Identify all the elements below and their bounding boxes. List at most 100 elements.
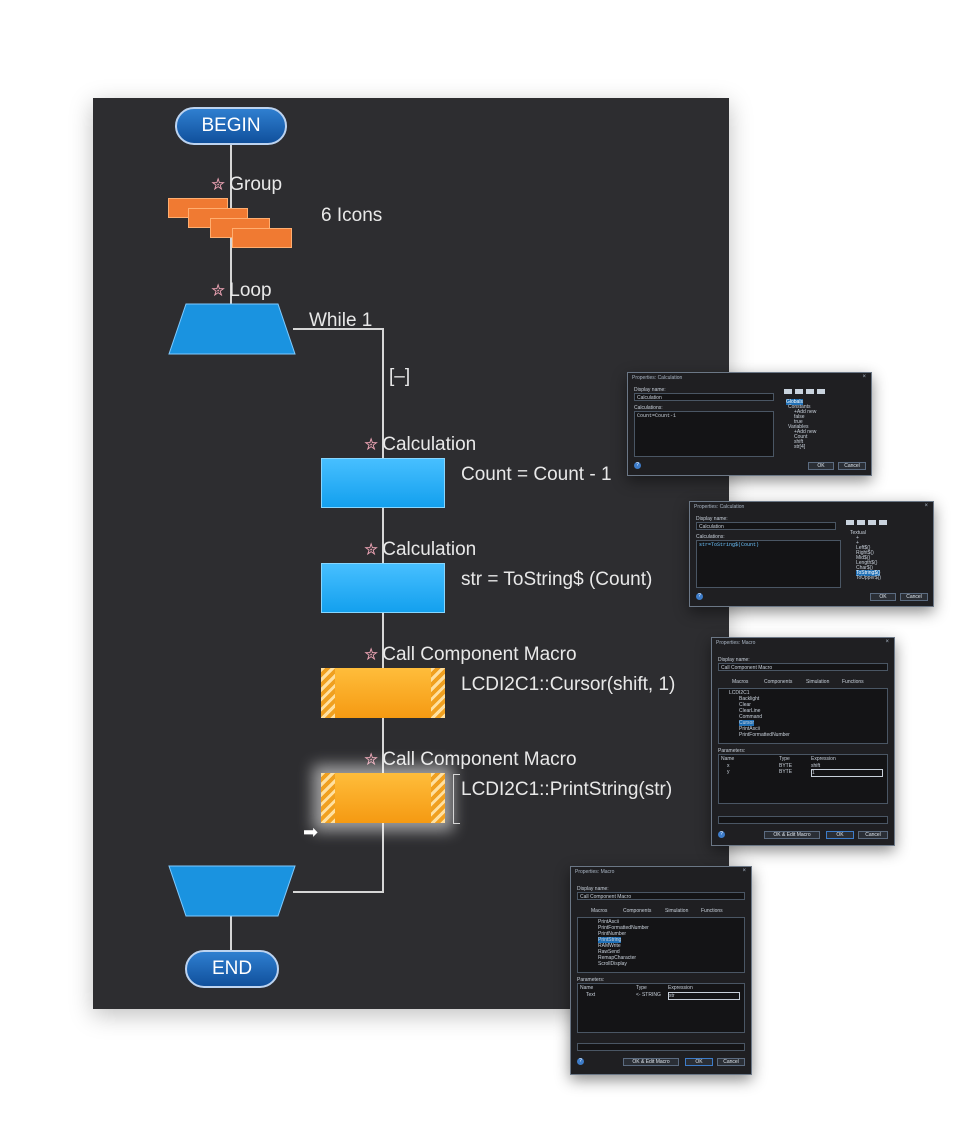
macro-item[interactable]: ScrollDisplay <box>598 961 627 967</box>
calculation-dialog-2[interactable]: Properties: Calculation × Display name: … <box>689 501 934 607</box>
parameters-table[interactable]: Name Type Expression x BYTE shift y BYTE… <box>718 754 888 804</box>
toolbar-icon[interactable] <box>795 389 803 394</box>
tab-simulation[interactable]: Simulation <box>806 679 830 685</box>
tree-item[interactable]: Textual <box>850 530 866 536</box>
tree-item[interactable]: str[4] <box>794 444 806 450</box>
toolbar-icon[interactable] <box>868 520 876 525</box>
help-icon[interactable]: ? <box>696 593 703 600</box>
tree-item[interactable]: Variables <box>788 424 809 430</box>
tree-root[interactable]: LCDI2C1 <box>729 690 750 696</box>
tree-item[interactable]: +Add new <box>794 409 817 415</box>
end-terminal[interactable]: END <box>185 950 279 988</box>
calculation-editor[interactable]: str=ToString$(Count) <box>696 540 841 588</box>
tree-item[interactable]: + <box>856 540 859 546</box>
macro-item[interactable]: Command <box>739 714 763 720</box>
close-icon[interactable]: × <box>924 503 928 509</box>
macro-item[interactable]: Backlight <box>739 696 760 702</box>
close-icon[interactable]: × <box>862 374 866 380</box>
display-name-field[interactable]: Call Component Macro <box>577 892 745 900</box>
tree-item[interactable]: ToString$() <box>856 570 881 576</box>
display-name-field[interactable]: Call Component Macro <box>718 663 888 671</box>
tree-item[interactable]: Right$() <box>856 550 874 556</box>
tree-item[interactable]: Constants <box>788 404 811 410</box>
tab-functions[interactable]: Functions <box>701 908 723 914</box>
begin-terminal[interactable]: BEGIN <box>175 107 287 145</box>
flowchart-canvas[interactable]: BEGIN ✮Group 6 Icons ✮Loop While 1 [–] ✮… <box>93 98 729 1009</box>
tree-item[interactable]: +Add new <box>794 429 817 435</box>
tab-components[interactable]: Components <box>764 679 793 685</box>
toolbar-icon[interactable] <box>857 520 865 525</box>
ok-button[interactable]: OK <box>826 831 854 839</box>
param-expression[interactable]: shift <box>811 763 821 769</box>
tree-item[interactable]: Globals <box>786 399 803 405</box>
tree-item[interactable]: Length$() <box>856 560 878 566</box>
component-macro-block-2[interactable] <box>321 773 445 823</box>
macro-list[interactable]: LCDI2C1 Backlight Clear ClearLine Comman… <box>718 688 888 744</box>
cancel-button[interactable]: Cancel <box>717 1058 745 1066</box>
macro-list[interactable]: PrintAscii PrintFormattedNumber PrintNum… <box>577 917 745 973</box>
macro-item[interactable]: ClearLine <box>739 708 761 714</box>
loop-start-shape[interactable] <box>168 303 296 355</box>
cancel-button[interactable]: Cancel <box>838 462 866 470</box>
tree-item[interactable]: Count <box>794 434 808 440</box>
tab-functions[interactable]: Functions <box>842 679 864 685</box>
tree-item[interactable]: false <box>794 414 805 420</box>
tree-item[interactable]: Char$() <box>856 565 873 571</box>
cancel-button[interactable]: Cancel <box>900 593 928 601</box>
display-name-field[interactable]: Calculation <box>634 393 774 401</box>
macro-item-selected[interactable]: Cursor <box>739 720 755 726</box>
macro-dialog-2[interactable]: Properties: Macro × Display name: Call C… <box>570 866 752 1075</box>
parameters-table[interactable]: Name Type Expression Text <- STRING str <box>577 983 745 1033</box>
tab-simulation[interactable]: Simulation <box>665 908 689 914</box>
macro-item[interactable]: RAMWrite <box>598 943 621 949</box>
toolbar-icon[interactable] <box>806 389 814 394</box>
tab-components[interactable]: Components <box>623 908 652 914</box>
ok-button[interactable]: OK <box>808 462 834 470</box>
loop-end-shape[interactable] <box>168 865 296 917</box>
tree-item[interactable]: true <box>794 419 803 425</box>
macro-item[interactable]: RemapCharacter <box>598 955 637 961</box>
macro-item[interactable]: PrintNumber <box>598 931 627 937</box>
tree-item[interactable]: + <box>856 535 859 541</box>
display-name-field[interactable]: Calculation <box>696 522 836 530</box>
macro-dialog-1[interactable]: Properties: Macro × Display name: Call C… <box>711 637 895 846</box>
tree-item[interactable]: Mid$() <box>856 555 871 561</box>
tree-item[interactable]: Left$() <box>856 545 871 551</box>
macro-item[interactable]: RawSend <box>598 949 620 955</box>
close-icon[interactable]: × <box>885 639 889 645</box>
calculation-dialog-1[interactable]: Properties: Calculation × Display name: … <box>627 372 872 476</box>
calculation-block-1[interactable] <box>321 458 445 508</box>
param-expression[interactable]: 1 <box>811 769 883 777</box>
ok-button[interactable]: OK <box>870 593 896 601</box>
macro-item[interactable]: Clear <box>739 702 751 708</box>
return-value-field[interactable] <box>718 816 888 824</box>
tree-item[interactable]: ToUpper$() <box>856 575 882 581</box>
tree-item[interactable]: shift <box>794 439 804 445</box>
help-icon[interactable]: ? <box>718 831 725 838</box>
component-macro-block-1[interactable] <box>321 668 445 718</box>
help-icon[interactable]: ? <box>634 462 641 469</box>
macro-item[interactable]: PrintAscii <box>598 919 619 925</box>
toolbar-icon[interactable] <box>817 389 825 394</box>
ok-button[interactable]: OK <box>685 1058 713 1066</box>
tab-macros[interactable]: Macros <box>732 679 749 685</box>
cancel-button[interactable]: Cancel <box>858 831 888 839</box>
toolbar-icon[interactable] <box>784 389 792 394</box>
toolbar-icon[interactable] <box>846 520 854 525</box>
macro-item[interactable]: PrintFormattedNumber <box>739 732 790 738</box>
macro-item-selected[interactable]: PrintString <box>598 937 622 943</box>
tab-macros[interactable]: Macros <box>591 908 608 914</box>
ok-edit-macro-button[interactable]: OK & Edit Macro <box>623 1058 679 1066</box>
macro-item[interactable]: PrintFormattedNumber <box>598 925 649 931</box>
ok-edit-macro-button[interactable]: OK & Edit Macro <box>764 831 820 839</box>
calculation-block-2[interactable] <box>321 563 445 613</box>
close-icon[interactable]: × <box>742 868 746 874</box>
calculation-editor[interactable]: Count=Count-1 <box>634 411 774 457</box>
toolbar-icon[interactable] <box>879 520 887 525</box>
return-value-field[interactable] <box>577 1043 745 1051</box>
group-icon[interactable] <box>168 198 296 254</box>
macro-item[interactable]: PrintAscii <box>739 726 760 732</box>
help-icon[interactable]: ? <box>577 1058 584 1065</box>
param-expression[interactable]: str <box>668 992 740 1000</box>
collapse-toggle[interactable]: [–] <box>389 366 411 387</box>
